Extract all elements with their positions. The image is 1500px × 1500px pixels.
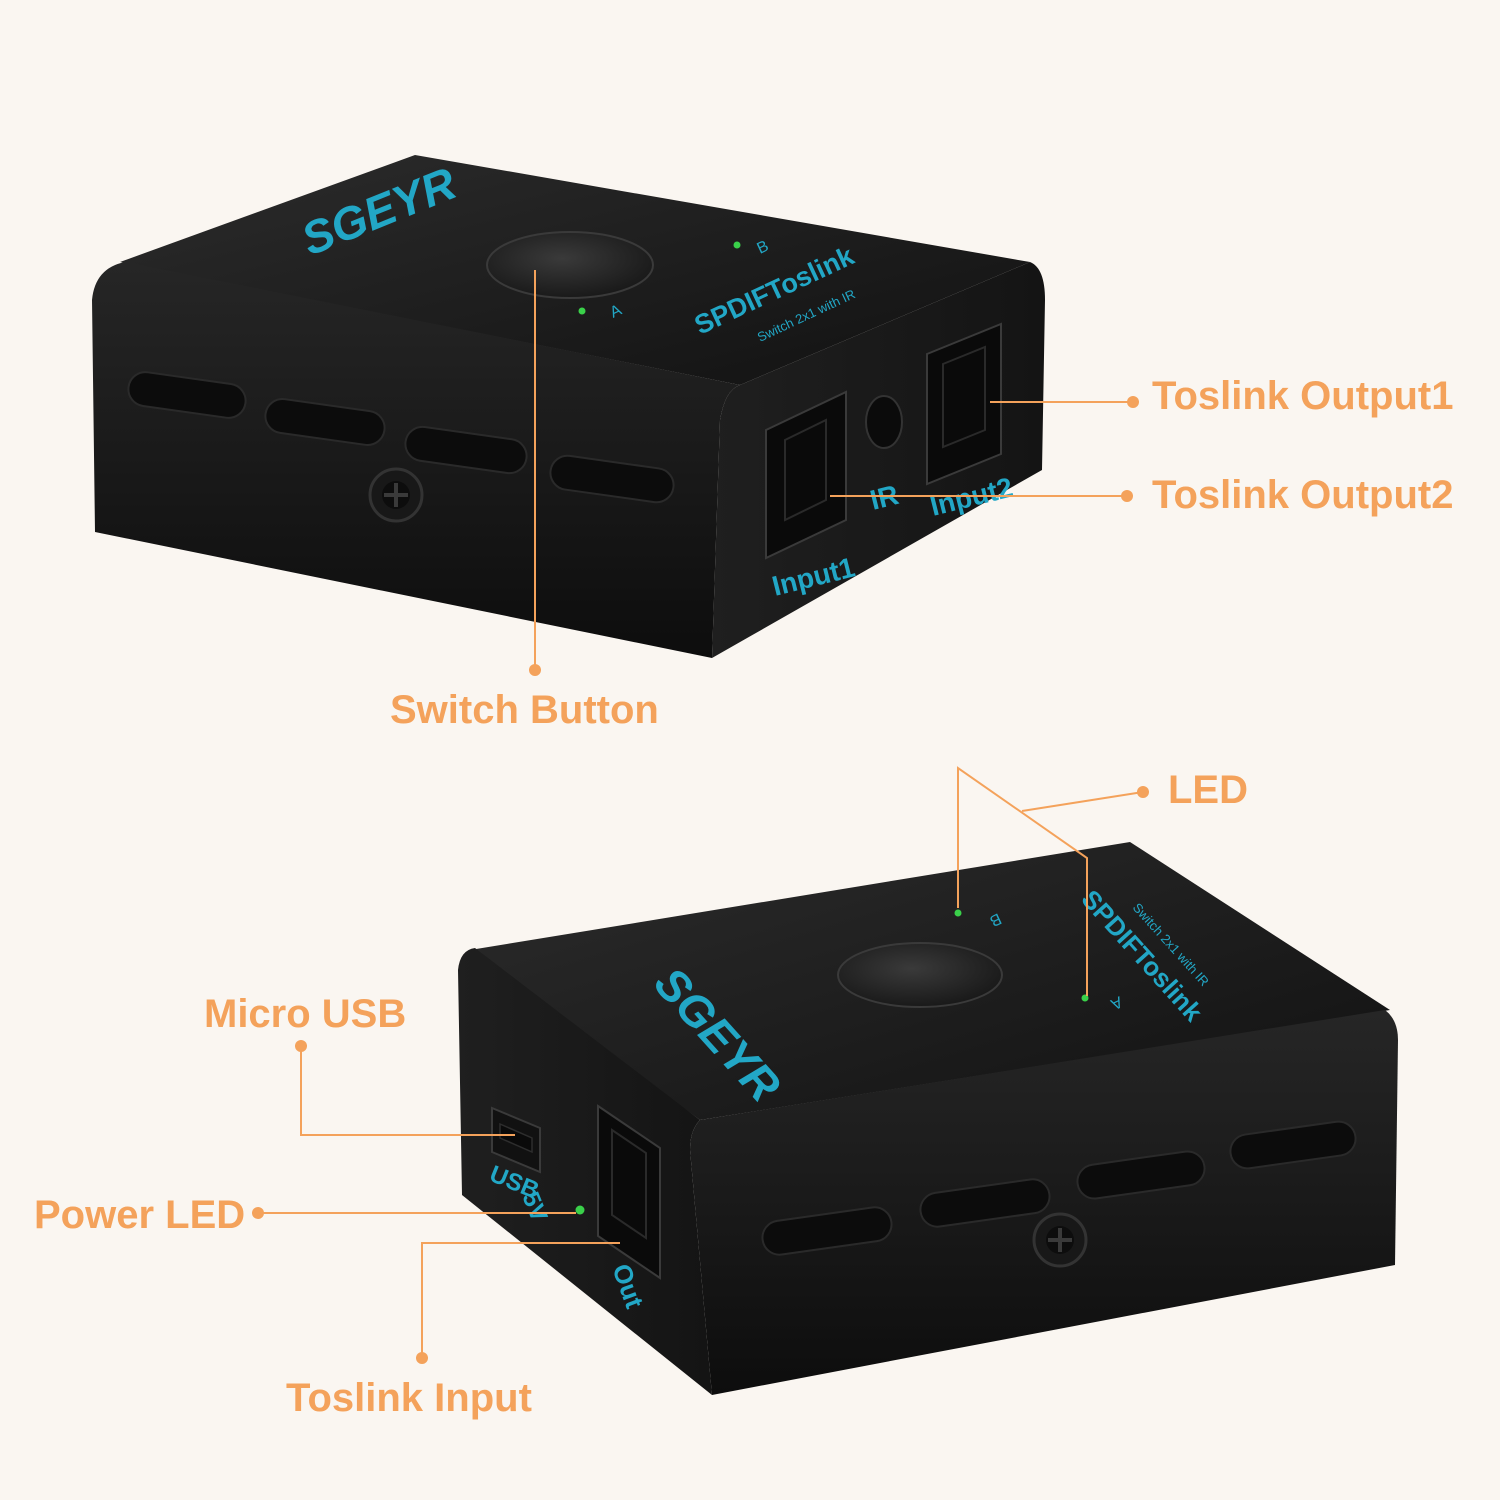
port-inner (784, 418, 827, 522)
vent-slot (404, 425, 528, 475)
usb-slot (499, 1122, 533, 1154)
power-led-indicator (575, 1205, 585, 1215)
vent-slot (1076, 1150, 1206, 1200)
callout-label: Toslink Input (286, 1376, 532, 1420)
port-inner (611, 1128, 647, 1240)
vent-slot (127, 371, 247, 419)
callout-toslink-output2: Toslink Output2 (830, 473, 1453, 517)
led-a-indicator (1081, 994, 1089, 1002)
callout-label: Micro USB (204, 992, 406, 1036)
vent-slot (761, 1206, 893, 1256)
callout-label: Toslink Output2 (1152, 473, 1453, 517)
vent-slot (1229, 1120, 1357, 1170)
callout-switch-button: Switch Button (390, 270, 659, 732)
toslink-port-out (597, 1104, 661, 1280)
screw-icon (368, 467, 424, 523)
port-inner (942, 345, 986, 449)
led-b-indicator (733, 241, 741, 249)
device-bottom: B A SGEYR SPDIFToslink Switch 2x1 with I… (458, 842, 1398, 1395)
led-a-indicator (578, 307, 586, 315)
vent-slot (919, 1178, 1051, 1228)
device-bottom-side-face (458, 948, 712, 1395)
callout-micro-usb: Micro USB (204, 992, 515, 1136)
callout-power-led: Power LED (34, 1193, 576, 1237)
ir-receiver (865, 395, 903, 449)
switch-button[interactable] (837, 942, 1003, 1008)
callout-toslink-input: Toslink Input (286, 1242, 620, 1420)
callout-label: Switch Button (390, 688, 659, 732)
callout-led: LED (957, 766, 1248, 996)
vent-slot (264, 398, 386, 446)
callout-label: LED (1168, 768, 1248, 812)
device-top: A B SGEYR SPDIFToslink Switch 2x1 with I… (92, 155, 1045, 658)
callout-label: Toslink Output1 (1152, 374, 1453, 418)
callout-toslink-output1: Toslink Output1 (990, 374, 1453, 418)
screw-icon (1032, 1212, 1088, 1268)
vent-slot (549, 454, 675, 504)
switch-button[interactable] (486, 231, 654, 299)
led-b-indicator (954, 909, 962, 917)
callout-label: Power LED (34, 1193, 245, 1237)
